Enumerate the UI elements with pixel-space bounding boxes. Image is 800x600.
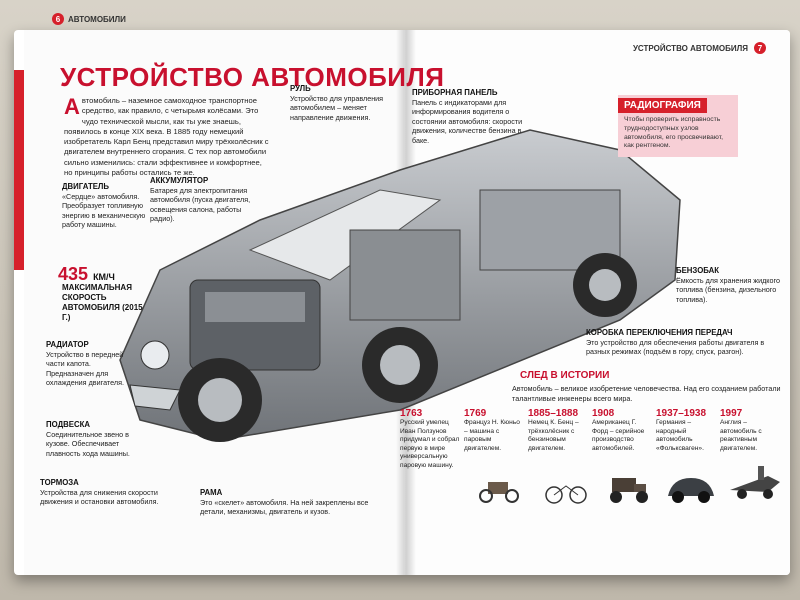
ford-model-t-picture xyxy=(610,478,648,503)
label-radiator-text: Устройство в передней части капота. Пред… xyxy=(46,350,124,388)
label-frame-text: Это «скелет» автомобиля. На ней закрепле… xyxy=(200,498,369,517)
right-section-label: УСТРОЙСТВО АВТОМОБИЛЯ xyxy=(632,43,748,53)
timeline-text: Англия – автомобиль с реактивным двигате… xyxy=(720,419,762,452)
label-brakes-text: Устройства для снижения скорости движени… xyxy=(40,488,159,507)
label-dashboard-text: Панель с индикаторами для информирования… xyxy=(412,98,523,145)
label-engine-title: ДВИГАТЕЛЬ xyxy=(62,182,109,191)
label-dashboard-title: ПРИБОРНАЯ ПАНЕЛЬ xyxy=(412,88,498,97)
label-suspension-title: ПОДВЕСКА xyxy=(46,420,90,429)
label-battery: АККУМУЛЯТОР Батарея для электропитания а… xyxy=(150,176,260,224)
left-section-label: АВТОМОБИЛИ xyxy=(68,14,126,24)
history-timeline: 1763 Русский умелец Иван Ползунов придум… xyxy=(400,408,784,470)
right-page-number: 7 xyxy=(754,42,766,54)
label-tank: БЕНЗОБАК Ёмкость для хранения жидкого то… xyxy=(676,266,784,304)
timeline-text: Француз Н. Кюньо – машина с паровым двиг… xyxy=(464,419,520,452)
timeline-year: 1997 xyxy=(720,408,743,419)
right-section-tab: УСТРОЙСТВО АВТОМОБИЛЯ 7 xyxy=(633,42,766,54)
book-cover-edge xyxy=(14,70,24,270)
history-intro: Автомобиль – великое изобретение человеч… xyxy=(512,384,781,403)
intro-drop-cap: А xyxy=(64,94,80,119)
label-brakes-title: ТОРМОЗА xyxy=(40,478,79,487)
timeline-year: 1908 xyxy=(592,408,615,419)
label-radiator: РАДИАТОР Устройство в передней части кап… xyxy=(46,340,126,388)
speed-value: 435 КМ/Ч xyxy=(58,264,115,285)
car-cutaway-illustration xyxy=(119,129,681,442)
timeline-item: 1763 Русский умелец Иван Ползунов придум… xyxy=(400,408,460,470)
history-title: СЛЕД В ИСТОРИИ xyxy=(520,370,610,381)
left-page-number: 6 xyxy=(52,13,64,25)
timeline-item: 1769 Француз Н. Кюньо – машина с паровым… xyxy=(464,408,524,470)
timeline-text: Германия – народный автомобиль «Фольксва… xyxy=(656,419,704,452)
radiography-text: Чтобы проверить исправность труднодоступ… xyxy=(624,116,723,150)
timeline-year: 1769 xyxy=(464,408,487,419)
timeline-item: 1885–1888 Немец К. Бенц – трёхколёсник с… xyxy=(528,408,588,470)
timeline-text: Русский умелец Иван Ползунов придумал и … xyxy=(400,419,460,469)
timeline-item: 1908 Американец Г. Форд – серийное произ… xyxy=(592,408,652,470)
label-brakes: ТОРМОЗА Устройства для снижения скорости… xyxy=(40,478,170,507)
timeline-text: Немец К. Бенц – трёхколёсник с бензиновы… xyxy=(528,419,579,452)
label-dashboard: ПРИБОРНАЯ ПАНЕЛЬ Панель с индикаторами д… xyxy=(412,88,532,145)
radiography-box: РАДИОГРАФИЯ Чтобы проверить исправность … xyxy=(618,95,738,157)
label-tank-text: Ёмкость для хранения жидкого топлива (бе… xyxy=(676,276,780,304)
speed-number: 435 xyxy=(58,264,89,284)
page-title: УСТРОЙСТВО АВТОМОБИЛЯ xyxy=(60,62,445,92)
timeline-year: 1885–1888 xyxy=(528,408,579,419)
radiography-title: РАДИОГРАФИЯ xyxy=(618,98,707,113)
steam-car-picture xyxy=(479,482,519,503)
label-wheel: РУЛЬ Устройство для управления автомобил… xyxy=(290,84,390,122)
label-battery-text: Батарея для электропитания автомобиля (п… xyxy=(150,186,251,224)
speed-unit: КМ/Ч xyxy=(93,272,115,282)
label-engine: ДВИГАТЕЛЬ «Сердце» автомобиля. Преобразу… xyxy=(62,182,146,230)
speed-caption: МАКСИМАЛЬНАЯ СКОРОСТЬ АВТОМОБИЛЯ (2015 Г… xyxy=(62,283,143,322)
label-wheel-title: РУЛЬ xyxy=(290,84,311,93)
benz-tricycle-picture xyxy=(545,485,587,504)
label-frame: РАМА Это «скелет» автомобиля. На ней зак… xyxy=(200,488,380,517)
timeline-year: 1937–1938 xyxy=(656,408,707,419)
label-frame-title: РАМА xyxy=(200,488,223,497)
intro-text: втомобиль – наземное самоходное транспор… xyxy=(64,96,269,177)
label-gearbox-text: Это устройство для обеспечения работы дв… xyxy=(586,338,765,357)
label-radiator-title: РАДИАТОР xyxy=(46,340,89,349)
label-battery-title: АККУМУЛЯТОР xyxy=(150,176,209,185)
label-gearbox: КОРОБКА ПЕРЕКЛЮЧЕНИЯ ПЕРЕДАЧ Это устройс… xyxy=(586,328,786,357)
timeline-year: 1763 xyxy=(400,408,423,419)
label-tank-title: БЕНЗОБАК xyxy=(676,266,719,275)
jet-car-picture xyxy=(730,466,780,499)
timeline-item: 1997 Англия – автомобиль с реактивным дв… xyxy=(720,408,780,470)
timeline-item: 1937–1938 Германия – народный автомобиль… xyxy=(656,408,716,470)
label-suspension-text: Соединительное звено в кузове. Обеспечив… xyxy=(46,430,130,458)
label-gearbox-title: КОРОБКА ПЕРЕКЛЮЧЕНИЯ ПЕРЕДАЧ xyxy=(586,328,733,337)
left-section-tab: 6 АВТОМОБИЛИ xyxy=(52,12,126,26)
label-suspension: ПОДВЕСКА Соединительное звено в кузове. … xyxy=(46,420,132,458)
label-engine-text: «Сердце» автомобиля. Преобразует топливн… xyxy=(62,192,146,230)
label-wheel-text: Устройство для управления автомобилем – … xyxy=(290,94,384,122)
timeline-text: Американец Г. Форд – серийное производст… xyxy=(592,419,645,452)
volkswagen-beetle-picture xyxy=(668,478,714,503)
